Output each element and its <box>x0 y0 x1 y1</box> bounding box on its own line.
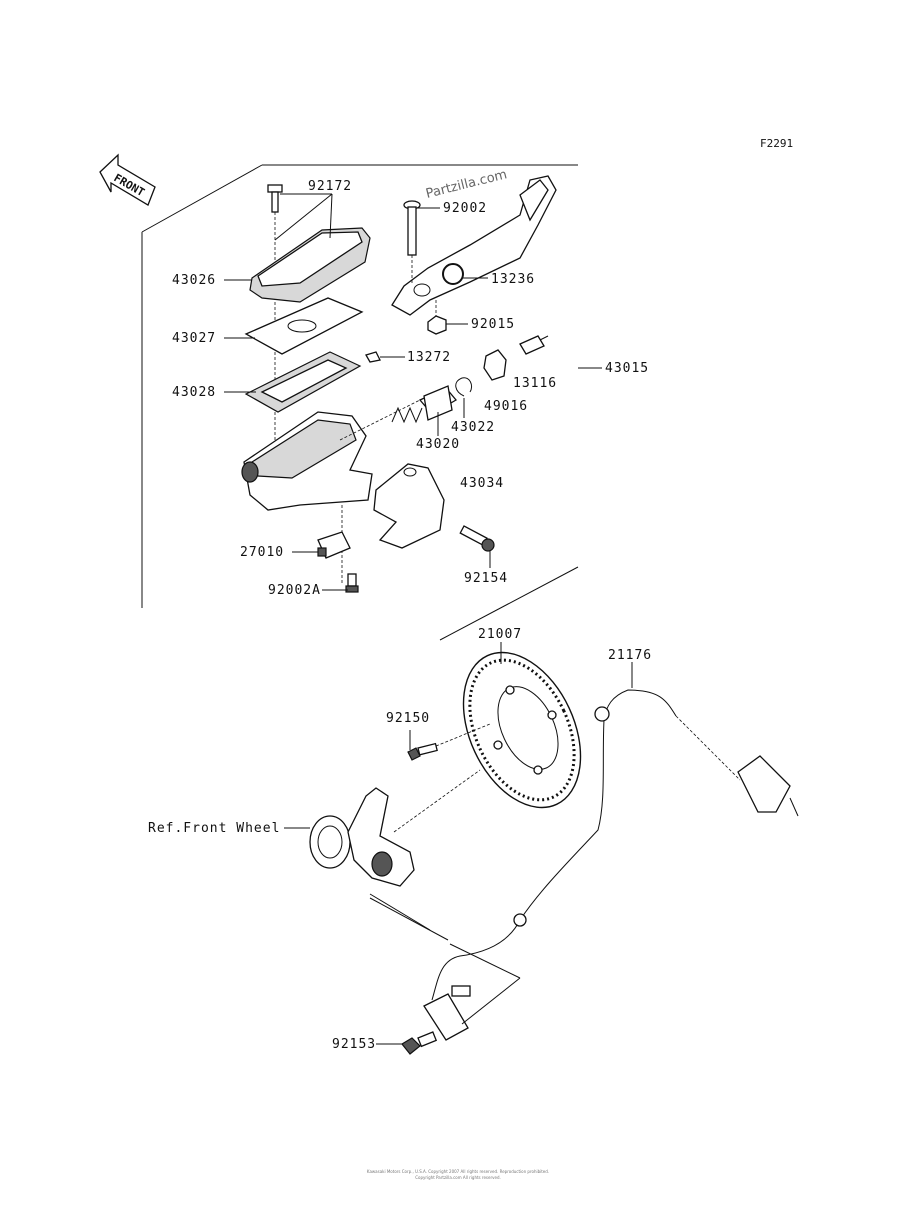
piston-assembly <box>391 385 457 424</box>
part-label-43022: 43022 <box>451 420 495 435</box>
part-label-21007: 21007 <box>478 627 522 642</box>
abs-wheel-sensor <box>369 662 799 1041</box>
part-label-92002A: 92002A <box>268 583 321 598</box>
front-wheel-hub <box>284 769 481 941</box>
part-label-49016: 49016 <box>484 399 528 414</box>
reservoir-cap-screw <box>267 184 283 460</box>
rotor-bolt <box>407 723 491 761</box>
watermark: Partzilla.com <box>424 167 508 202</box>
footer-copyright: Kawasaki Motors Corp., U.S.A. Copyright … <box>367 1169 549 1174</box>
part-label-27010: 27010 <box>240 545 284 560</box>
part-label-92015: 92015 <box>471 317 515 332</box>
sensor-bolt <box>376 1031 438 1055</box>
reservoir-plate <box>244 297 364 355</box>
part-label-13272: 13272 <box>407 350 451 365</box>
front-arrow-icon: FRONT <box>99 153 156 206</box>
master-cylinder-body <box>241 399 421 585</box>
lever-pivot-bolt <box>403 200 421 285</box>
ref-front-wheel-label: Ref.Front Wheel <box>148 821 280 836</box>
abs-sensor-rotor <box>462 642 582 809</box>
master-cylinder-frame <box>141 164 602 641</box>
figure-code: F2291 <box>760 137 793 150</box>
push-rod-boot <box>483 335 549 381</box>
part-label-92150: 92150 <box>386 711 430 726</box>
clamp-bolt <box>459 525 495 552</box>
circlip <box>455 377 473 397</box>
reservoir-diaphragm <box>244 351 362 413</box>
part-label-43027: 43027 <box>172 331 216 346</box>
handlebar-clamp <box>373 463 445 549</box>
lever-nut <box>427 300 447 335</box>
part-label-13236: 13236 <box>491 272 535 287</box>
part-label-43034: 43034 <box>460 476 504 491</box>
part-label-13116: 13116 <box>513 376 557 391</box>
footer-copyright-2: Copyright Partzilla.com All rights reser… <box>415 1175 501 1180</box>
part-label-92154: 92154 <box>464 571 508 586</box>
part-label-92153: 92153 <box>332 1037 376 1052</box>
brake-lever <box>391 175 557 316</box>
part-label-43015: 43015 <box>605 361 649 376</box>
reservoir-cap <box>249 227 371 303</box>
part-label-43026: 43026 <box>172 273 216 288</box>
brake-light-switch <box>317 531 351 559</box>
part-labels: 92172 43026 43027 43028 92002 13236 9201… <box>148 179 652 1052</box>
leader-lines-upper <box>224 193 491 591</box>
snap-pin <box>365 351 405 363</box>
part-label-43028: 43028 <box>172 385 216 400</box>
part-label-43020: 43020 <box>416 437 460 452</box>
part-label-92002: 92002 <box>443 201 487 216</box>
part-label-92172: 92172 <box>308 179 352 194</box>
part-label-21176: 21176 <box>608 648 652 663</box>
switch-screw <box>345 573 359 593</box>
